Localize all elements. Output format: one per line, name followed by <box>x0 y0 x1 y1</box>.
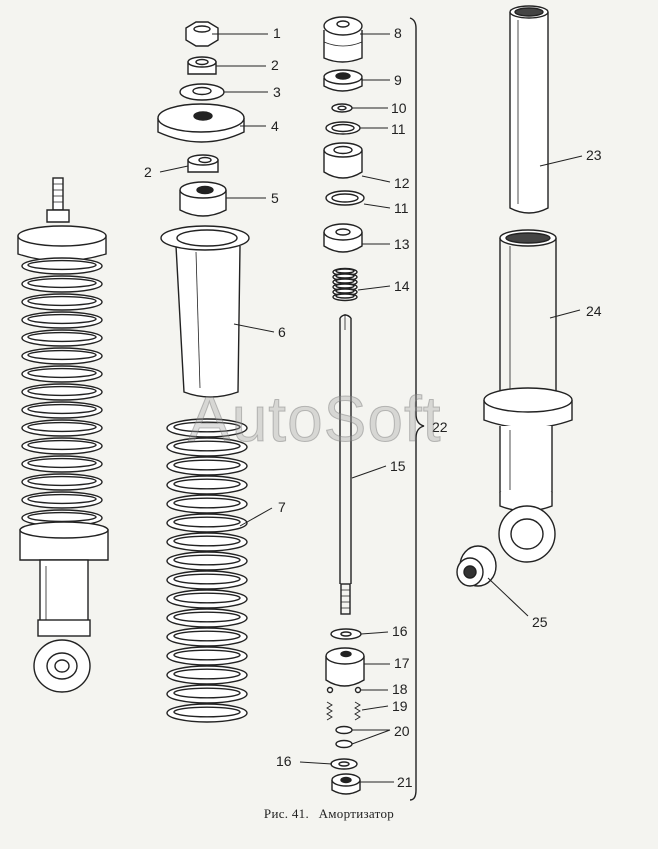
left-spring-coils <box>21 257 103 527</box>
part-15-piston-rod <box>339 314 352 615</box>
coil-ring-inner <box>335 293 355 299</box>
coil-ring-inner <box>27 385 97 397</box>
coil-ring-inner <box>27 349 97 361</box>
figure-title: Амортизатор <box>318 806 395 821</box>
callout-17: 17 <box>394 655 410 671</box>
part-8-cap <box>323 16 363 63</box>
coil-ring-inner <box>173 497 241 509</box>
part-14-small-spring <box>332 267 358 302</box>
callout-4: 4 <box>271 118 279 134</box>
coil-ring-inner <box>173 459 241 471</box>
coil-ring-inner <box>173 592 241 604</box>
coil-ring-inner <box>27 259 97 271</box>
watermark: AutoSoft <box>188 383 442 456</box>
callout-9: 9 <box>394 72 402 88</box>
coil-ring-inner <box>173 706 241 718</box>
part-18-balls <box>326 686 362 694</box>
part-7-coil-spring <box>166 418 248 723</box>
callout-21: 21 <box>397 774 413 790</box>
coil-ring-inner <box>27 295 97 307</box>
part-11-ring-lower <box>325 190 365 206</box>
callout-23: 23 <box>586 147 602 163</box>
callout-2: 2 <box>271 57 279 73</box>
coil-ring-inner <box>173 687 241 699</box>
coil-ring-inner <box>173 573 241 585</box>
coil-ring-inner <box>173 421 241 433</box>
part-9-valve-body <box>323 69 363 92</box>
part-17-valve-housing <box>325 647 365 687</box>
coil-ring-inner <box>173 611 241 623</box>
part-19-springs <box>326 701 361 721</box>
callout-5: 5 <box>271 190 279 206</box>
callout-24: 24 <box>586 303 602 319</box>
coil-ring-inner <box>173 554 241 566</box>
callout-labels: 1 2 3 4 2 5 6 7 8 9 10 11 12 11 13 14 15… <box>144 25 602 790</box>
assembled-shock-absorber <box>17 177 109 693</box>
callout-3: 3 <box>273 84 281 100</box>
callout-14: 14 <box>394 278 410 294</box>
coil-ring-inner <box>27 493 97 505</box>
part-20-washers <box>335 725 353 749</box>
figure-caption: Рис. 41. Амортизатор <box>0 806 658 822</box>
coil-ring-inner <box>27 439 97 451</box>
part-11-ring-upper <box>325 121 361 135</box>
coil-ring-inner <box>27 313 97 325</box>
callout-15: 15 <box>390 458 406 474</box>
part-1-nut <box>185 21 219 47</box>
callout-7: 7 <box>278 499 286 515</box>
callout-20: 20 <box>394 723 410 739</box>
callout-8: 8 <box>394 25 402 41</box>
coil-ring-inner <box>173 649 241 661</box>
part-2-nut-upper <box>187 56 217 75</box>
coil-ring-inner <box>173 630 241 642</box>
part-3-washer <box>179 83 225 101</box>
callout-13: 13 <box>394 236 410 252</box>
coil-ring-inner <box>27 331 97 343</box>
leader-lines <box>159 33 583 783</box>
callout-19: 19 <box>392 698 408 714</box>
callout-16: 16 <box>392 623 408 639</box>
part-21-nut <box>331 773 361 795</box>
part-16-washer-lower <box>330 758 358 770</box>
callout-6: 6 <box>278 324 286 340</box>
part-5-bushing <box>179 181 227 217</box>
callout-25: 25 <box>532 614 548 630</box>
coil-ring-inner <box>27 403 97 415</box>
coil-ring-inner <box>173 516 241 528</box>
coil-ring-inner <box>27 367 97 379</box>
part-16-washer-upper <box>330 628 362 640</box>
callout-1: 1 <box>273 25 281 41</box>
coil-ring-inner <box>27 457 97 469</box>
callout-11-lower: 11 <box>394 200 409 216</box>
part-10-washer <box>331 103 353 113</box>
bracket-22 <box>409 17 425 801</box>
part-6-boot <box>160 225 250 398</box>
part-23-tube <box>509 5 549 214</box>
callout-16-lower: 16 <box>276 753 292 769</box>
callout-12: 12 <box>394 175 410 191</box>
coil-ring-inner <box>173 668 241 680</box>
callout-11: 11 <box>391 121 406 137</box>
coil-ring-inner <box>173 478 241 490</box>
coil-ring-inner <box>173 535 241 547</box>
part-24-cylinder <box>483 229 573 563</box>
part-2-nut-lower <box>187 154 219 173</box>
part-13-piston <box>323 223 363 253</box>
part-12-sleeve <box>323 142 363 179</box>
callout-22: 22 <box>432 419 448 435</box>
part-25-bushing <box>456 545 497 587</box>
figure-number: Рис. 41. <box>263 806 310 821</box>
coil-ring-inner <box>173 440 241 452</box>
callout-10: 10 <box>391 100 407 116</box>
coil-ring-inner <box>27 475 97 487</box>
callout-18: 18 <box>392 681 408 697</box>
callout-2-lower: 2 <box>144 164 152 180</box>
part-4-cup <box>157 103 245 143</box>
coil-ring-inner <box>27 421 97 433</box>
coil-ring-inner <box>27 277 97 289</box>
